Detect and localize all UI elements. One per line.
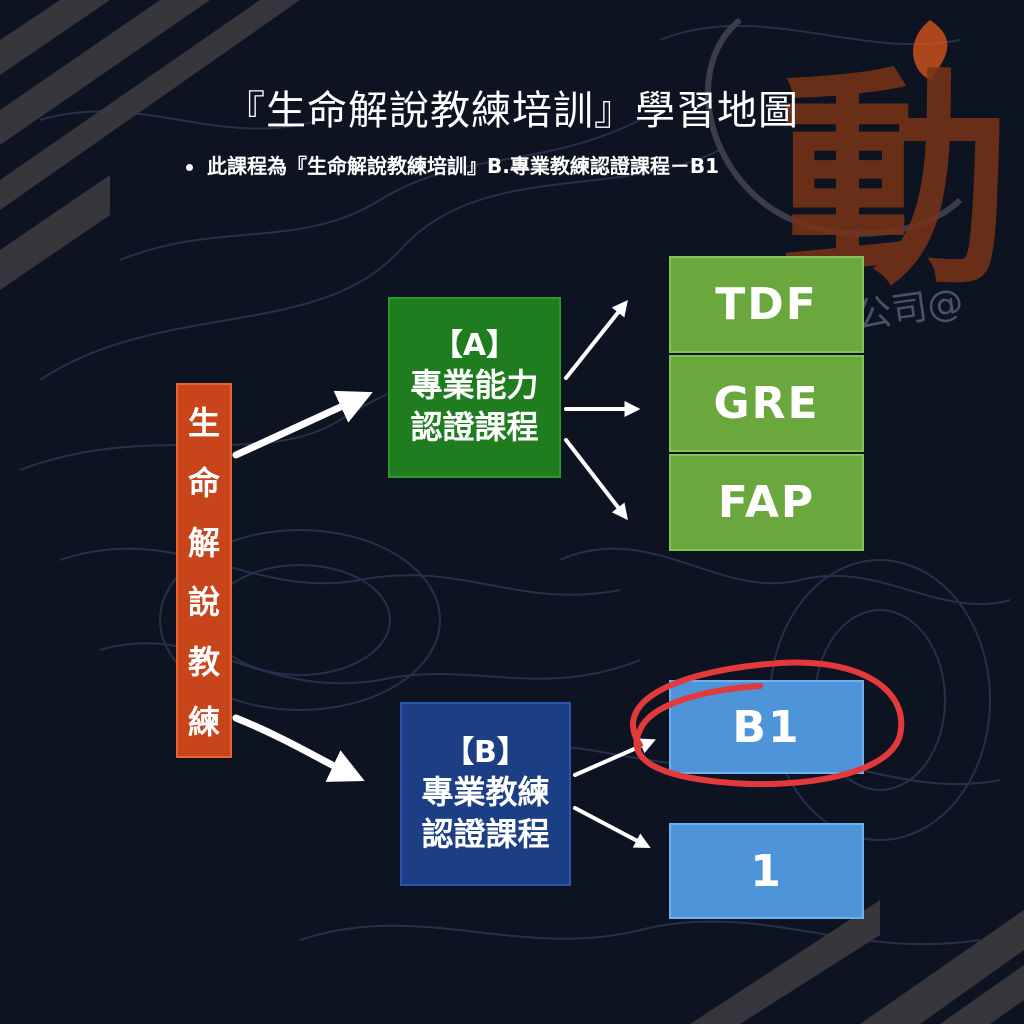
course-gre: GRE [669,355,864,452]
category-b-line1: 專業教練 [421,772,550,811]
root-char: 練 [187,703,220,742]
category-b-node: 【B】 專業教練 認證課程 [400,702,571,886]
course-fap: FAP [669,454,864,551]
course-tdf: TDF [669,256,864,353]
root-node: 生 命 解 說 教 練 [176,383,232,758]
category-a-node: 【A】 專業能力 認證課程 [388,297,561,478]
root-char: 生 [187,403,220,442]
category-a-line2: 認證課程 [410,408,539,446]
category-a-label: 【A】 [432,328,517,364]
category-a-line1: 專業能力 [410,366,539,405]
root-char: 命 [187,463,220,502]
arrow-a-to-fap [564,438,628,521]
arrow-a-to-tdf [564,299,628,380]
arrow-root-to-a [232,390,373,459]
root-char: 教 [187,643,220,682]
root-char: 解 [187,523,220,562]
bullet-icon [186,164,193,171]
root-char: 說 [187,583,220,622]
subtitle: 此課程為『生命解說教練培訓』B.專業教練認證課程－B1 [186,150,719,179]
arrow-root-to-b [232,714,365,782]
subtitle-text: 此課程為『生命解說教練培訓』B.專業教練認證課程－B1 [207,154,720,178]
arrow-b-to-1 [573,806,651,848]
category-b-label: 【B】 [444,734,527,770]
page-title: 『生命解說教練培訓』學習地圖 [225,88,799,134]
course-1: 1 [669,823,864,919]
category-b-line2: 認證課程 [421,814,550,853]
